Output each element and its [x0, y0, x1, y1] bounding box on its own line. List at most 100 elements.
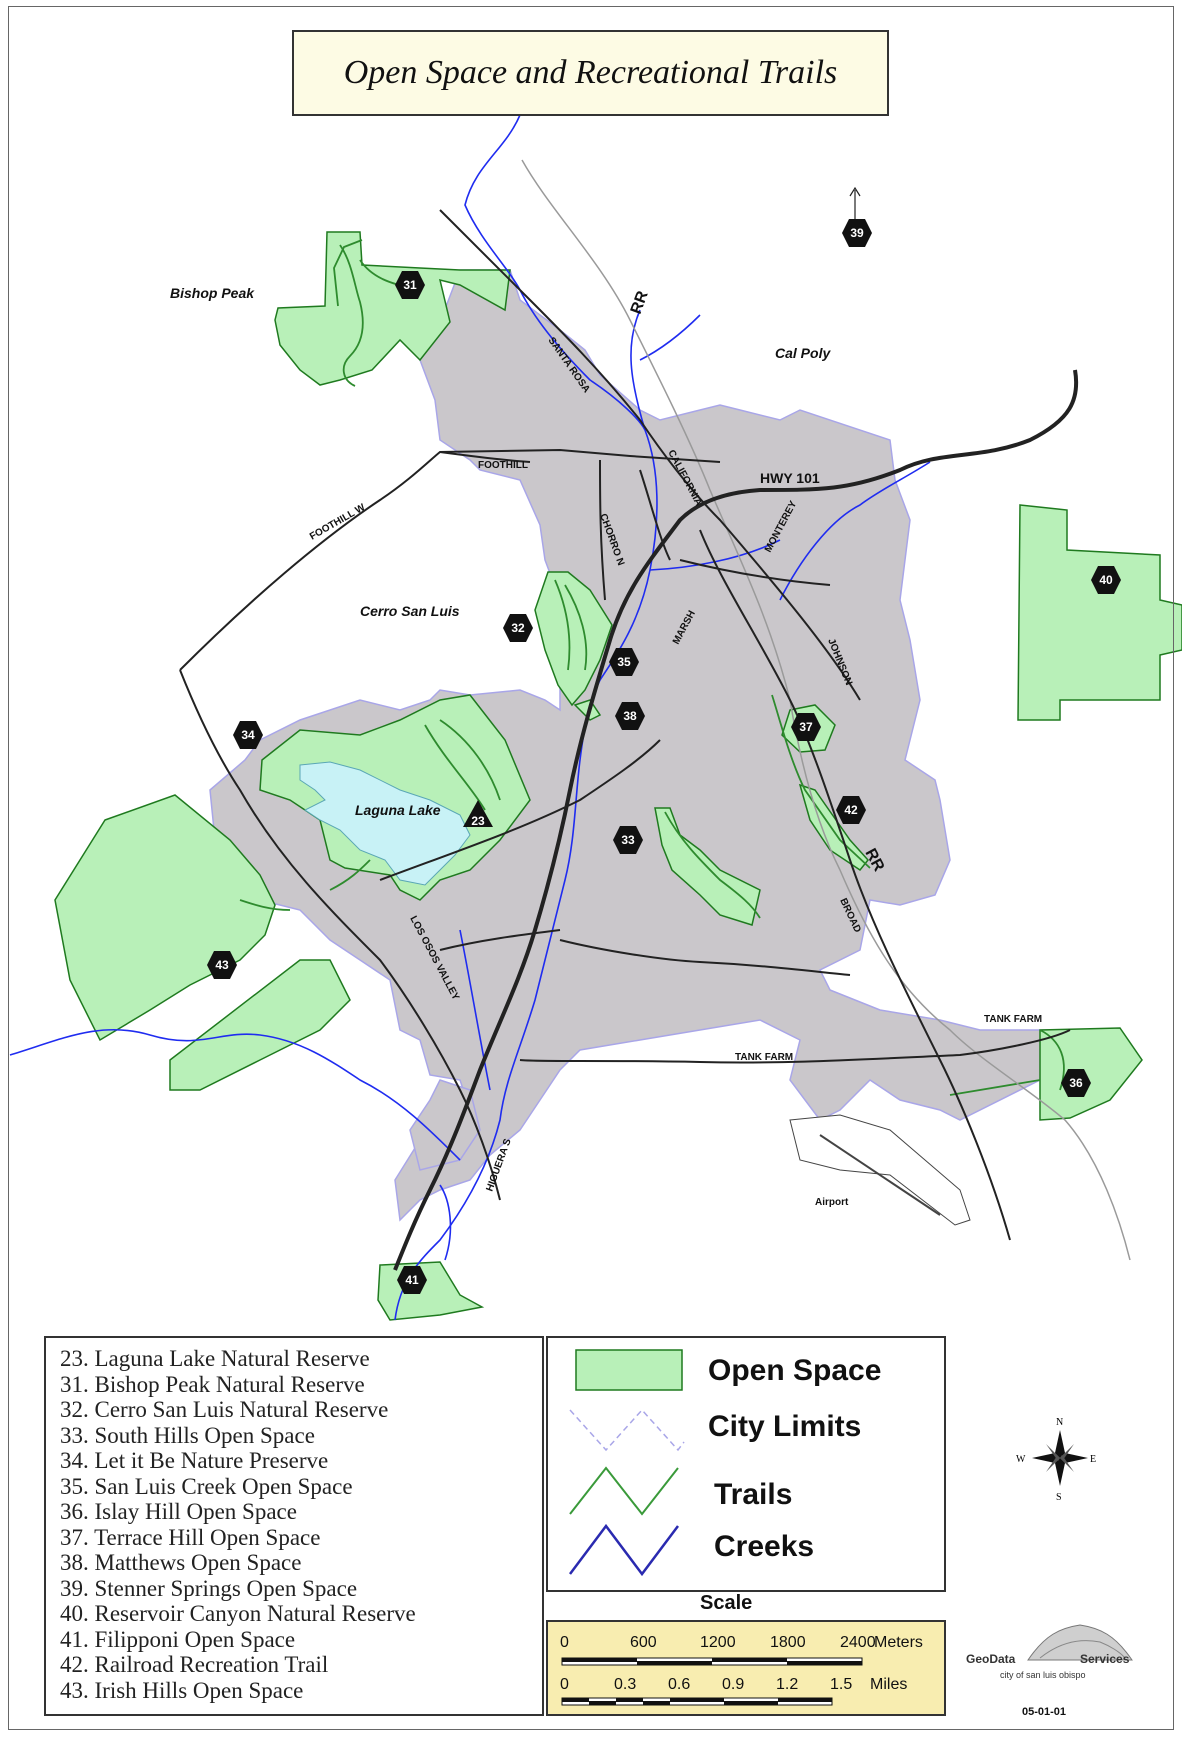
label-bishop-peak: Bishop Peak [170, 285, 255, 301]
marker-42[interactable]: 42 [836, 796, 866, 824]
marker-23[interactable]: 23 [463, 800, 493, 828]
compass-n: N [1056, 1417, 1063, 1428]
scale-tick-label: 1.5 [830, 1676, 853, 1693]
marker-40[interactable]: 40 [1091, 566, 1121, 594]
legend-swatches [569, 1349, 685, 1577]
marker-43[interactable]: 43 [207, 951, 237, 979]
logo-sub: city of san luis obispo [1000, 1670, 1086, 1680]
meters-unit: Meters [874, 1634, 923, 1651]
site-markers: 31 39 40 32 35 38 34 37 42 33 43 36 41 2… [207, 219, 1121, 1294]
map-date: 05-01-01 [1022, 1706, 1067, 1718]
legend-open-space-swatch [575, 1349, 683, 1391]
marker-39[interactable]: 39 [842, 219, 872, 247]
legend-city-limits-swatch [569, 1408, 685, 1452]
scale-tick-label: 600 [630, 1634, 657, 1651]
scale-tick-label: 0.3 [614, 1676, 637, 1693]
road-foothill: FOOTHILL [478, 460, 528, 471]
svg-text:32: 32 [511, 621, 525, 635]
scale-title: Scale [700, 1592, 753, 1614]
marker-37[interactable]: 37 [791, 713, 821, 741]
marker-33[interactable]: 33 [613, 826, 643, 854]
label-airport: Airport [815, 1197, 849, 1208]
laguna-lake-water [299, 761, 471, 886]
marker-36[interactable]: 36 [1061, 1069, 1091, 1097]
legend-trails-swatch [569, 1466, 679, 1516]
road-rr-north: RR [628, 288, 652, 316]
open-space-list-item: 31. Bishop Peak Natural Reserve [60, 1371, 365, 1397]
svg-text:35: 35 [617, 655, 631, 669]
open-space-list-item: 38. Matthews Open Space [60, 1550, 302, 1575]
svg-text:37: 37 [799, 720, 813, 734]
road-hwy-101: HWY 101 [760, 470, 820, 486]
hwy-101 [393, 369, 1079, 1271]
marker-41[interactable]: 41 [397, 1266, 427, 1294]
scale-tick-label: 0 [560, 1634, 569, 1651]
legend-creeks-swatch [569, 1523, 679, 1577]
marker-38[interactable]: 38 [615, 702, 645, 730]
open-space-43-south [169, 959, 351, 1091]
logo-left: GeoData [966, 1652, 1016, 1666]
open-space-list-item: 23. Laguna Lake Natural Reserve [60, 1346, 370, 1371]
open-space-list-item: 35. San Luis Creek Open Space [60, 1473, 353, 1499]
svg-text:39: 39 [850, 226, 864, 240]
svg-text:38: 38 [623, 709, 637, 723]
road-tank-farm-1: TANK FARM [984, 1014, 1042, 1025]
city-limits [209, 269, 1051, 1222]
svg-text:41: 41 [405, 1273, 419, 1287]
open-space-list-item: 41. Filipponi Open Space [60, 1626, 296, 1652]
compass-s: S [1056, 1492, 1062, 1503]
open-space-list-item: 34. Let it Be Nature Preserve [60, 1448, 329, 1473]
open-space-list-item: 36. Islay Hill Open Space [60, 1499, 297, 1524]
road-foothill-w: FOOTHILL W [308, 502, 368, 543]
railroad [521, 159, 1131, 1261]
scale-tick-label: 1800 [770, 1634, 806, 1651]
svg-text:34: 34 [241, 728, 255, 742]
scale-tick-label: 1.2 [776, 1676, 799, 1693]
scale-tick-label: 0.9 [722, 1676, 745, 1693]
legend-box: Open Space City Limits Trails Creeks [546, 1336, 946, 1592]
miles-unit: Miles [870, 1676, 908, 1693]
svg-text:33: 33 [621, 833, 635, 847]
open-space-41 [377, 1261, 485, 1321]
marker-34[interactable]: 34 [233, 721, 263, 749]
open-space-40 [1017, 504, 1182, 721]
legend-city-limits-label: City Limits [708, 1410, 862, 1443]
scale-tick-label: 1200 [700, 1634, 736, 1651]
airport [789, 1114, 971, 1226]
legend-open-space-label: Open Space [708, 1354, 882, 1387]
open-space-list-item: 43. Irish Hills Open Space [60, 1677, 304, 1703]
open-space-list-item: 40. Reservoir Canyon Natural Reserve [60, 1601, 416, 1626]
marker-32[interactable]: 32 [503, 614, 533, 642]
scale-tick-label: 0 [560, 1676, 569, 1693]
compass-rose: N S E W [1016, 1417, 1096, 1503]
svg-text:36: 36 [1069, 1076, 1083, 1090]
marker-31[interactable]: 31 [395, 271, 425, 299]
open-space-32 [534, 571, 613, 707]
scale-box: 0 600 1200 1800 2400 Meters 0 0.3 0.6 0.9 1.2 1.5… [546, 1620, 946, 1716]
legend-trails-label: Trails [714, 1478, 793, 1511]
label-cal-poly: Cal Poly [775, 345, 831, 361]
open-space-list-item: 37. Terrace Hill Open Space [60, 1524, 321, 1550]
open-space-list-item: 39. Stenner Springs Open Space [60, 1575, 358, 1601]
marker-35[interactable]: 35 [609, 648, 639, 676]
svg-text:40: 40 [1099, 573, 1113, 587]
logo-right: Services [1080, 1652, 1130, 1666]
north-arrow-head [849, 186, 861, 197]
title-box: Open Space and Recreational Trails [292, 30, 889, 116]
label-cerro-san-luis: Cerro San Luis [360, 603, 460, 619]
scale-bars [561, 1657, 863, 1706]
open-space-list-item: 33. South Hills Open Space [60, 1422, 315, 1448]
geodata-logo-graphic [1027, 1624, 1133, 1661]
roads [179, 209, 1071, 1241]
open-space-list-item: 32. Cerro San Luis Natural Reserve [60, 1397, 389, 1422]
compass-w: W [1016, 1454, 1026, 1465]
svg-text:31: 31 [403, 278, 417, 292]
scale-tick-label: 2400 [840, 1634, 876, 1651]
open-space-43-north [54, 794, 276, 1042]
scale-tick-label: 0.6 [668, 1676, 691, 1693]
open-space-36 [1039, 1027, 1143, 1121]
legend-creeks-label: Creeks [714, 1530, 815, 1563]
